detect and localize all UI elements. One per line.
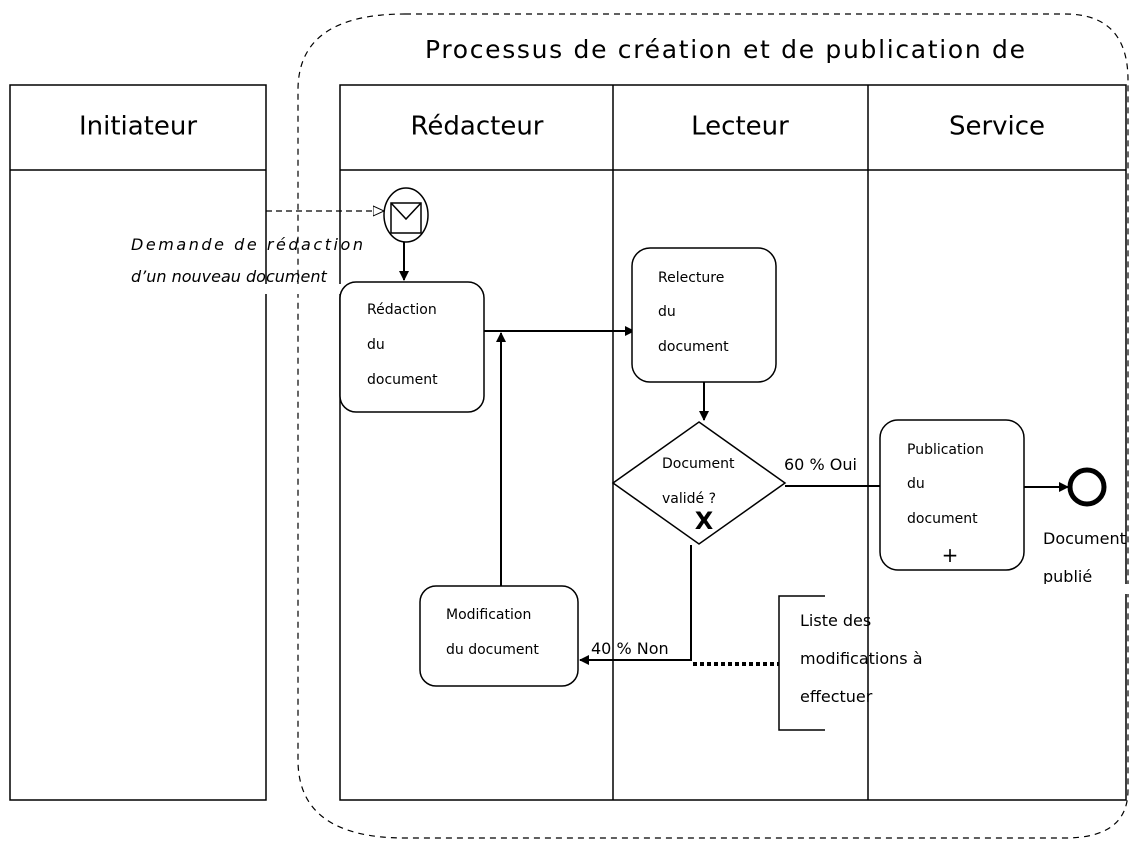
end-event-label-line2: publié bbox=[1043, 567, 1092, 586]
annotation-line3: effectuer bbox=[800, 687, 873, 706]
task-relecture-line1: Relecture bbox=[658, 270, 724, 286]
annotation-line2: modifications à bbox=[800, 649, 923, 668]
annotation-line1: Liste des bbox=[800, 611, 871, 630]
task-relecture-line2: du bbox=[658, 304, 676, 320]
start-message-event bbox=[383, 187, 429, 243]
subprocess-plus-icon: + bbox=[942, 543, 959, 567]
message-text-clip bbox=[125, 284, 365, 294]
process-title: Processus de création et de publication … bbox=[425, 35, 1025, 64]
pool-processus: Rédacteur Lecteur Service bbox=[339, 84, 1127, 801]
task-relecture-line3: document bbox=[658, 339, 729, 355]
message-label-line1: Demande de rédaction bbox=[131, 235, 363, 254]
annotation-bracket bbox=[778, 595, 825, 731]
lane-title-redacteur: Rédacteur bbox=[411, 112, 544, 142]
task-publication: Publication du document + bbox=[879, 419, 1025, 571]
message-label-line2: d’un nouveau document bbox=[131, 267, 327, 286]
end-event-label-line1: Document bbox=[1043, 529, 1126, 548]
lane-title-initiateur: Initiateur bbox=[79, 112, 197, 142]
process-group-boundary bbox=[297, 13, 1129, 839]
task-modification: Modification du document bbox=[419, 585, 579, 687]
flow-gateway-no bbox=[579, 545, 692, 665]
task-redaction: Rédaction du document bbox=[339, 281, 485, 413]
flow-no-label: 40 % Non bbox=[591, 639, 669, 658]
task-redaction-line2: du bbox=[367, 337, 385, 353]
lane-title-lecteur: Lecteur bbox=[691, 112, 789, 142]
task-redaction-line3: document bbox=[367, 372, 438, 388]
lane-title-service: Service bbox=[949, 112, 1045, 142]
gateway-exclusive-marker: X bbox=[695, 507, 714, 535]
flow-yes-label: 60 % Oui bbox=[784, 455, 857, 474]
end-event bbox=[1067, 467, 1107, 507]
task-publication-line2: du bbox=[907, 476, 925, 492]
task-publication-line3: document bbox=[907, 511, 978, 527]
gateway-label-line1: Document bbox=[662, 456, 735, 472]
task-publication-line1: Publication bbox=[907, 442, 984, 458]
task-modification-line1: Modification bbox=[446, 607, 531, 623]
task-modification-line2: du document bbox=[446, 642, 539, 658]
task-relecture: Relecture du document bbox=[631, 247, 777, 383]
task-redaction-line1: Rédaction bbox=[367, 302, 437, 318]
envelope-icon bbox=[390, 202, 422, 234]
gateway-document-valide: Document validé ? X bbox=[611, 421, 787, 545]
end-label-clip bbox=[1035, 584, 1135, 594]
gateway-label-line2: validé ? bbox=[662, 491, 716, 507]
pool-initiateur: Initiateur bbox=[9, 84, 267, 801]
